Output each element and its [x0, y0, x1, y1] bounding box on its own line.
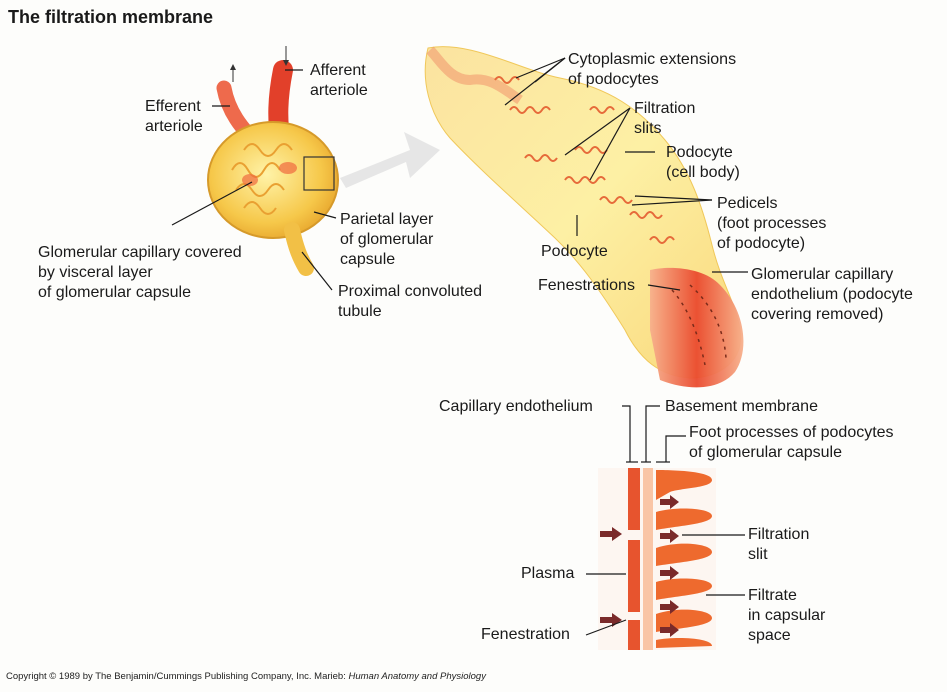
- pedicels-label-line2: (foot processes: [717, 215, 827, 232]
- page-title: The filtration membrane: [8, 7, 214, 27]
- endothelium-label-line1: Glomerular capillary: [751, 266, 894, 283]
- renal-corpuscle: [207, 46, 339, 276]
- filtrate-label-line1: Filtrate: [748, 587, 797, 604]
- capillary-endothelium-label: Capillary endothelium: [439, 398, 593, 415]
- filtration-slits-label-line1: Filtration: [634, 100, 696, 117]
- efferent-arteriole-label-line2: arteriole: [145, 118, 203, 135]
- cytoplasmic-extensions-label-line1: Cytoplasmic extensions: [568, 51, 737, 68]
- endothelium-label-line3: covering removed): [751, 306, 884, 323]
- magnify-arrow: [340, 132, 440, 188]
- copyright-text: Copyright © 1989 by The Benjamin/Cumming…: [6, 671, 349, 682]
- filtration-slit-label-line2: slit: [748, 546, 768, 563]
- filtration-slit-label-line1: Filtration: [748, 526, 810, 543]
- endothelium-label-line2: endothelium (podocyte: [751, 286, 913, 303]
- foot-processes-label-line2: of glomerular capsule: [689, 444, 842, 461]
- fenestrations-label: Fenestrations: [538, 277, 635, 294]
- glomerular-capillary-label-line3: of glomerular capsule: [38, 284, 191, 301]
- pedicels-label-line3: of podocyte): [717, 235, 806, 252]
- podocyte-cell-body-label-line2: (cell body): [666, 164, 740, 181]
- parietal-layer-label-line3: capsule: [340, 251, 396, 268]
- proximal-tubule-label-line2: tubule: [338, 303, 382, 320]
- plasma-label: Plasma: [521, 565, 575, 582]
- podocyte-cell-body-label-line1: Podocyte: [666, 144, 733, 161]
- afferent-arteriole-label-line1: Afferent: [310, 62, 366, 79]
- afferent-arteriole-label-line2: arteriole: [310, 82, 368, 99]
- filtration-slits-label-line2: slits: [634, 120, 662, 137]
- fenestration-label: Fenestration: [481, 626, 570, 643]
- basement-membrane-label: Basement membrane: [665, 398, 818, 415]
- cytoplasmic-extensions-label-line2: of podocytes: [568, 71, 659, 88]
- copyright-book-title: Human Anatomy and Physiology: [348, 671, 486, 682]
- pedicels-label-line1: Pedicels: [717, 195, 778, 212]
- efferent-arteriole-label-line1: Efferent: [145, 98, 201, 115]
- filtrate-label-line2: in capsular: [748, 607, 826, 624]
- proximal-tubule-label-line1: Proximal convoluted: [338, 283, 483, 300]
- foot-processes-label-line1: Foot processes of podocytes: [689, 424, 894, 441]
- parietal-layer-label-line2: of glomerular: [340, 231, 434, 248]
- copyright-notice: Copyright © 1989 by The Benjamin/Cumming…: [6, 671, 486, 682]
- glomerular-capillary-label-line1: Glomerular capillary covered: [38, 244, 242, 261]
- podocyte-label: Podocyte: [541, 243, 608, 260]
- membrane-cross-section: [598, 468, 716, 650]
- leader-lines: [171, 57, 748, 636]
- glomerular-capillary-label-line2: by visceral layer: [38, 264, 153, 281]
- podocyte-illustration: [424, 46, 744, 388]
- parietal-layer-label-line1: Parietal layer: [340, 211, 434, 228]
- filtrate-label-line3: space: [748, 627, 791, 644]
